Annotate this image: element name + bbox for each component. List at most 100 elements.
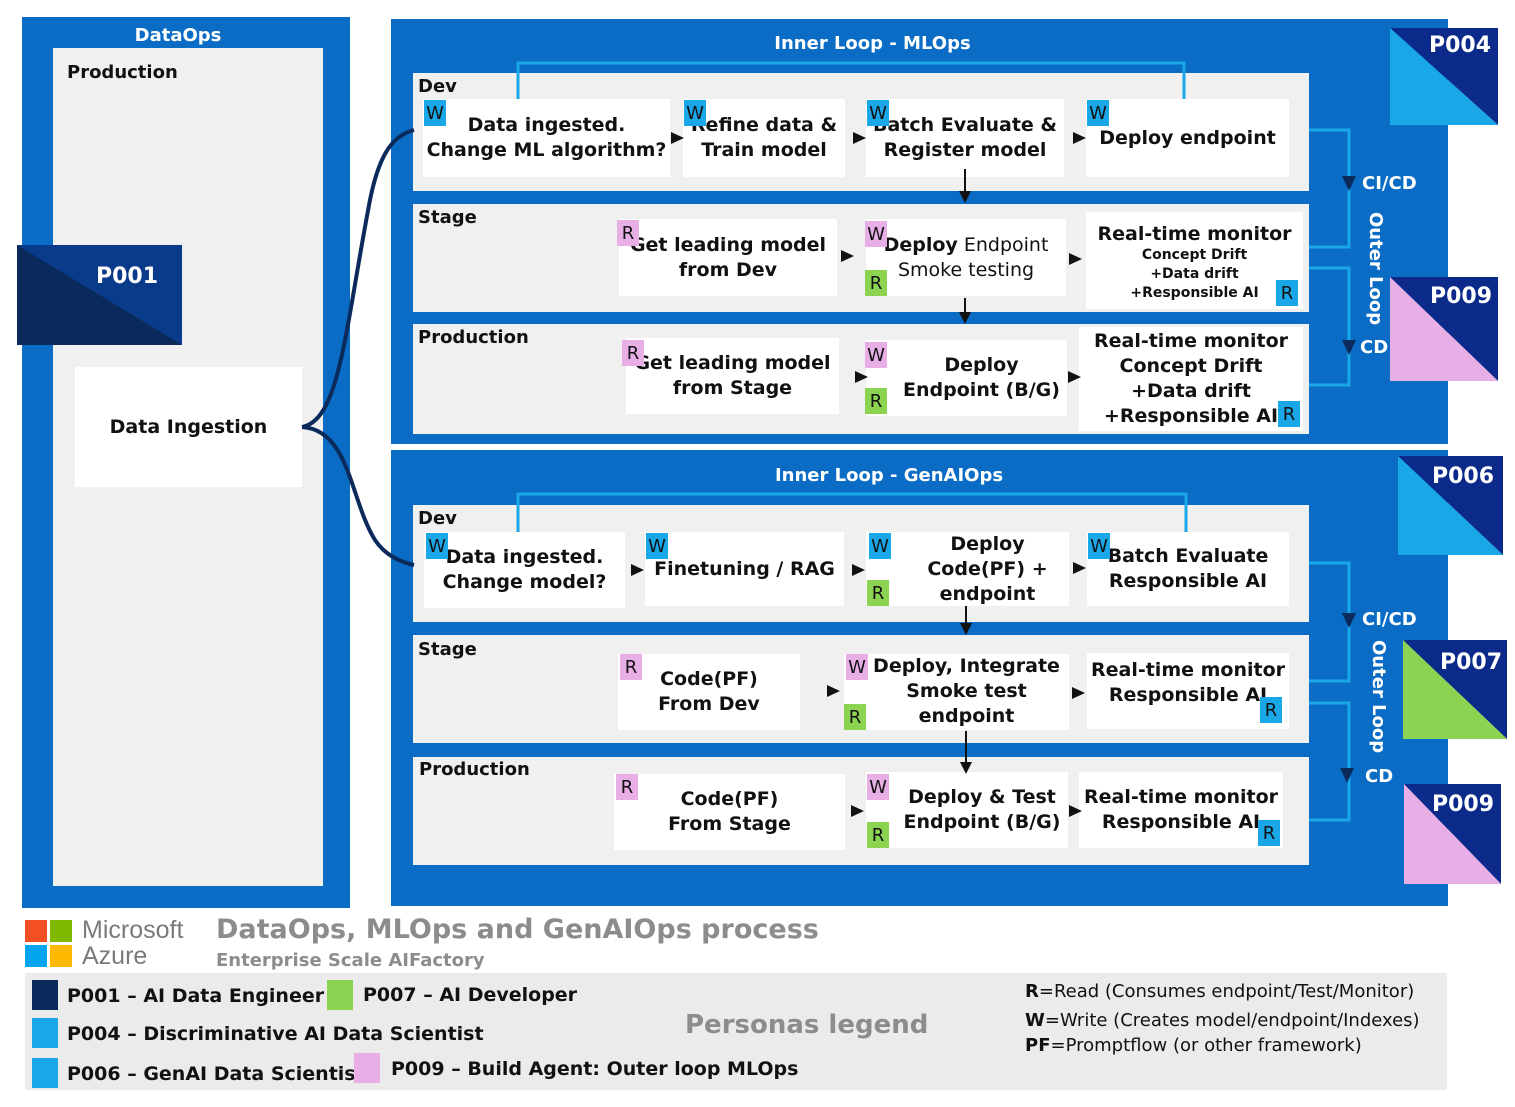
rule-read: R=Read (Consumes endpoint/Test/Monitor) (1025, 981, 1414, 1002)
badge-w: W (646, 533, 668, 559)
persona-p006-label: P006 (1432, 464, 1495, 489)
mlops-stage-label: Stage (418, 207, 477, 228)
mlops-dev-batch-evaluate: Batch Evaluate & Register model (866, 99, 1064, 177)
personas-legend-title: Personas legend (685, 1010, 929, 1040)
data-ingestion-box: Data Ingestion (75, 367, 302, 487)
footer-title: DataOps, MLOps and GenAIOps process (216, 914, 819, 945)
badge-w: W (865, 221, 887, 247)
rule-pf-text: =Promptflow (or other framework) (1050, 1035, 1362, 1056)
badge-r: R (620, 654, 642, 680)
genaiops-cicd-label: CI/CD (1362, 609, 1417, 630)
genaiops-dev-label: Dev (418, 508, 457, 529)
badge-r: R (865, 270, 887, 296)
persona-p009-flag (1390, 277, 1498, 381)
badge-w: W (1088, 533, 1110, 559)
genaiops-stage-code-from-dev: Code(PF) From Dev (618, 654, 800, 730)
genaiops-dev-batch-evaluate: Batch Evaluate Responsible AI (1087, 532, 1289, 606)
badge-r: R (867, 580, 889, 606)
mlops-dev-deploy-endpoint: Deploy endpoint (1086, 99, 1289, 177)
badge-w: W (867, 774, 889, 800)
persona-p007-label: P007 (1440, 650, 1503, 675)
badge-w: W (684, 100, 706, 126)
legend-p006: P006 – GenAI Data Scientist (67, 1063, 365, 1085)
legend-p001: P001 – AI Data Engineer (67, 985, 325, 1007)
persona-p001-flag (17, 245, 182, 345)
badge-w: W (846, 654, 868, 680)
mlops-title: Inner Loop - MLOps (774, 33, 971, 54)
footer-subtitle: Enterprise Scale AIFactory (216, 950, 485, 971)
mlops-production-label: Production (418, 327, 529, 348)
brand-microsoft: Microsoft (82, 916, 184, 944)
mlops-cd-label: CD (1360, 337, 1389, 358)
mlops-stage-deploy-rest: Endpoint (957, 233, 1049, 256)
badge-r: R (1276, 280, 1298, 306)
dataops-production-label: Production (67, 62, 178, 83)
badge-w: W (869, 533, 891, 559)
mlops-outer-loop-label: Outer Loop (1365, 212, 1386, 326)
genaiops-production-label: Production (419, 759, 530, 780)
mlops-stage-deploy-bold: Deploy (883, 233, 958, 256)
persona-p009-label: P009 (1432, 792, 1495, 817)
mlops-dev-data-ingested: Data ingested. Change ML algorithm? (423, 99, 670, 177)
genaiops-dev-deploy-code: Deploy Code(PF) + endpoint (866, 532, 1069, 606)
rule-write-text: =Write (Creates model/endpoint/Indexes) (1044, 1010, 1420, 1031)
brand-azure: Azure (82, 942, 148, 970)
genaiops-dev-finetuning-rag: Finetuning / RAG (645, 532, 844, 606)
persona-p004-flag (1390, 28, 1498, 125)
badge-r: R (844, 704, 866, 730)
genaiops-title: Inner Loop - GenAIOps (774, 465, 1004, 486)
badge-w: W (426, 533, 448, 559)
microsoft-logo-icon (25, 920, 72, 967)
persona-p001-label: P001 (96, 264, 159, 289)
genaiops-stage-deploy-integrate: Deploy, Integrate Smoke test endpoint (844, 654, 1069, 730)
legend-swatch-p006 (32, 1058, 58, 1088)
genaiops-dev-data-ingested: Data ingested. Change model? (424, 532, 625, 608)
mlops-cicd-label: CI/CD (1362, 173, 1417, 194)
persona-p009-flag (1404, 784, 1501, 884)
persona-p006-flag (1398, 456, 1503, 555)
mlops-prod-deploy-endpoint: Deploy Endpoint (B/G) (866, 340, 1067, 416)
persona-p009-label: P009 (1430, 284, 1493, 309)
badge-w: W (424, 100, 446, 126)
genaiops-cd-label: CD (1365, 766, 1394, 787)
persona-p004-label: P004 (1429, 33, 1492, 58)
rule-pf-key: PF (1025, 1035, 1051, 1056)
mlops-dev-refine-train: Refine data & Train model (683, 99, 845, 177)
badge-r: R (616, 774, 638, 800)
mlops-stage-realtime-monitor: Real-time monitor Concept Drift +Data dr… (1086, 212, 1303, 309)
mlops-stage-monitor-title: Real-time monitor (1097, 223, 1292, 245)
rule-promptflow: PF=Promptflow (or other framework) (1025, 1035, 1362, 1056)
mlops-stage-monitor-sub: Concept Drift +Data drift +Responsible A… (1130, 247, 1259, 301)
mlops-prod-realtime-monitor: Real-time monitor Concept Drift +Data dr… (1079, 327, 1303, 431)
mlops-prod-get-leading-model: Get leading model from Stage (626, 338, 839, 414)
badge-w: W (865, 342, 887, 368)
persona-p007-flag (1403, 640, 1507, 739)
genaiops-stage-label: Stage (418, 639, 477, 660)
legend-p009: P009 – Build Agent: Outer loop MLOps (391, 1058, 799, 1080)
dataops-title: DataOps (134, 25, 222, 46)
mlops-stage-get-leading-model: Get leading model from Dev (619, 219, 837, 296)
rule-write: W=Write (Creates model/endpoint/Indexes) (1025, 1010, 1420, 1031)
badge-r: R (867, 822, 889, 848)
legend-p007: P007 – AI Developer (363, 984, 578, 1006)
legend-p004: P004 – Discriminative AI Data Scientist (67, 1023, 484, 1045)
legend-panel (25, 973, 1447, 1090)
legend-swatch-p009 (354, 1053, 380, 1083)
genaiops-prod-code-from-stage: Code(PF) From Stage (614, 774, 845, 850)
rule-read-key: R (1025, 981, 1039, 1002)
mlops-stage-smoke-testing: Smoke testing (897, 258, 1035, 281)
badge-w: W (867, 100, 889, 126)
badge-r: R (1258, 820, 1280, 846)
badge-w: W (1087, 100, 1109, 126)
legend-swatch-p004 (32, 1018, 58, 1048)
rule-read-text: =Read (Consumes endpoint/Test/Monitor) (1038, 981, 1415, 1002)
badge-r: R (622, 340, 644, 366)
genaiops-prod-deploy-test: Deploy & Test Endpoint (B/G) (866, 772, 1068, 848)
genaiops-prod-realtime-monitor: Real-time monitor Responsible AI (1079, 772, 1283, 848)
mlops-dev-label: Dev (418, 76, 457, 97)
badge-r: R (1260, 697, 1282, 723)
mlops-stage-deploy-smoke: Deploy Endpoint Smoke testing (866, 219, 1066, 296)
badge-r: R (1278, 401, 1300, 427)
legend-swatch-p001 (32, 980, 58, 1010)
